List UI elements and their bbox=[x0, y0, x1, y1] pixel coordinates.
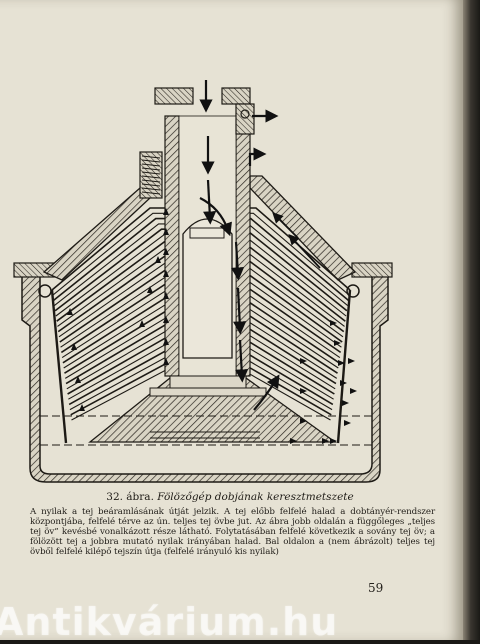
disc-plate-left bbox=[53, 217, 165, 302]
page-number: 59 bbox=[368, 581, 384, 595]
cream-arrow bbox=[163, 316, 169, 323]
cream-arrow bbox=[147, 286, 153, 293]
cream-flow-arrows bbox=[67, 208, 169, 411]
inlet-screw bbox=[240, 109, 250, 119]
disc-plate-left bbox=[51, 207, 165, 291]
cream-arrow bbox=[163, 338, 169, 345]
channel-arrow-3 bbox=[235, 339, 249, 383]
central-feed-tube-right-wall bbox=[235, 115, 251, 377]
book-spine-shadow bbox=[463, 0, 480, 640]
cream-arrow bbox=[163, 270, 169, 277]
disc-plate-left bbox=[52, 212, 165, 296]
separator-bowl-cross-section-diagram bbox=[0, 58, 463, 488]
right-channel-arrows bbox=[272, 212, 321, 269]
skim-milk-arrow bbox=[338, 360, 345, 366]
figure-caption: 32. ábra. Fölözőgép dobjának keresztmets… bbox=[60, 491, 400, 503]
channel-arrow-1 bbox=[231, 241, 245, 281]
inner-arch-chamber bbox=[182, 218, 233, 359]
figure-caption-number: 32. ábra. bbox=[106, 491, 154, 503]
book-page: 32. ábra. Fölözőgép dobjának keresztmets… bbox=[0, 0, 463, 640]
disc-plate-right bbox=[250, 212, 350, 296]
cream-arrow bbox=[163, 292, 169, 299]
right-seal-ring bbox=[346, 284, 360, 298]
flow-arrows bbox=[199, 80, 280, 411]
cream-arrow bbox=[155, 256, 161, 263]
bowl-hood-right bbox=[249, 175, 357, 281]
feed-arrow-2 bbox=[203, 179, 217, 225]
inlet-collar-right bbox=[235, 103, 255, 135]
skim-milk-flow-arrows bbox=[290, 320, 357, 444]
skim-milk-arrow bbox=[330, 320, 337, 326]
bowl-outer-wall bbox=[21, 272, 389, 483]
skim-milk-arrow bbox=[330, 438, 337, 444]
threaded-nut bbox=[139, 151, 163, 199]
right-rim-flange bbox=[351, 262, 393, 278]
cream-arrow bbox=[163, 228, 169, 235]
skim-milk-arrow bbox=[348, 358, 355, 364]
disc-plate-left bbox=[60, 265, 184, 348]
channel-arrow-2 bbox=[233, 287, 247, 335]
skim-milk-arrow bbox=[300, 418, 307, 424]
disc-plate-left bbox=[54, 223, 165, 307]
skim-milk-arrow bbox=[300, 388, 307, 394]
cream-arrow bbox=[75, 376, 81, 383]
disc-plate-left bbox=[54, 228, 165, 312]
skim-milk-arrow bbox=[344, 420, 351, 426]
figure-caption-title: Fölözőgép dobjának keresztmetszete bbox=[157, 491, 354, 503]
skim-milk-arrow bbox=[322, 438, 329, 444]
disc-stack-right-edge bbox=[336, 289, 352, 444]
skim-milk-arrow bbox=[290, 438, 297, 444]
left-seal-ring bbox=[38, 284, 52, 298]
cream-arrow bbox=[163, 208, 169, 215]
watermark: Antikvárium.hu bbox=[0, 600, 339, 644]
skim-milk-arrow bbox=[342, 400, 349, 406]
central-feed-tube-left-wall bbox=[164, 115, 180, 377]
skim-milk-arrow bbox=[340, 380, 347, 386]
cream-arrow bbox=[67, 308, 73, 315]
skim-milk-arrow bbox=[334, 340, 341, 346]
skim-milk-exit-arrow bbox=[253, 374, 280, 411]
disc-stack-left-edge bbox=[50, 289, 68, 444]
cream-arrow bbox=[163, 248, 169, 255]
cream-arrow bbox=[71, 343, 77, 350]
base-plate-bottom bbox=[149, 387, 267, 397]
base-plate-top bbox=[169, 375, 247, 389]
cream-arrow bbox=[163, 358, 169, 365]
cross-section-svg bbox=[13, 80, 393, 483]
outlet-arrow-upper bbox=[248, 147, 267, 166]
skim-milk-arrow bbox=[350, 388, 357, 394]
cream-arrow bbox=[79, 404, 85, 411]
feed-arrow-curve bbox=[199, 197, 232, 237]
inlet-top-cap-left bbox=[154, 87, 194, 105]
inlet-top-cap-right bbox=[221, 87, 251, 105]
cream-arrow bbox=[139, 320, 145, 327]
disc-plate-right bbox=[250, 207, 351, 291]
body-paragraph: A nyilak a tej beáramlásának útját jelzi… bbox=[30, 507, 435, 558]
skim-milk-arrow bbox=[300, 358, 307, 364]
